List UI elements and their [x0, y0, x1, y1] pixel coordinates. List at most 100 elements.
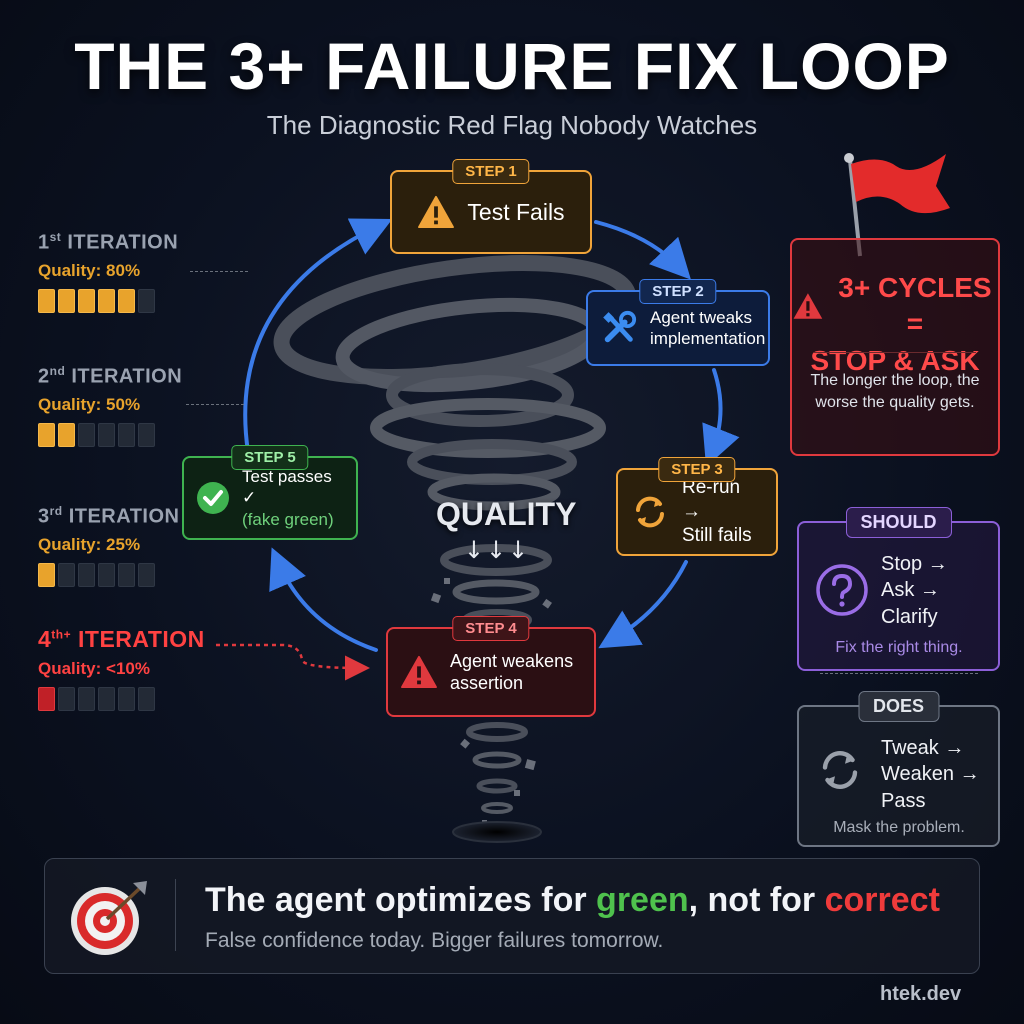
vortex-hole [452, 821, 542, 843]
iteration-1-num: 1 [38, 231, 50, 254]
warning-icon [793, 293, 823, 320]
warning-icon [418, 195, 455, 229]
quality-bar-segment [78, 288, 95, 313]
iteration-3-suffix: rd [49, 504, 63, 518]
should-line-3: Clarify [881, 605, 938, 628]
should-foot: Fix the right thing. [835, 639, 963, 656]
quality-bar-segment [118, 288, 135, 313]
red-flag-divider [814, 352, 976, 353]
iteration-3: 3rd ITERATION Quality: 25% [38, 504, 179, 587]
step-2-line-2: implementation [650, 329, 766, 348]
iteration-4-quality: <10% [106, 659, 150, 678]
should-does-divider [820, 673, 978, 674]
banner-headline-pre: The agent optimizes for [205, 881, 597, 919]
iteration-2-quality: 50% [106, 394, 141, 414]
quality-bar-segment [38, 562, 55, 587]
does-foot: Mask the problem. [833, 819, 965, 836]
quality-bar-segment [58, 562, 75, 587]
iteration-1-label: ITERATION [67, 231, 179, 254]
quality-bar-segment [38, 687, 55, 711]
refresh-icon [636, 496, 664, 528]
iteration-1-quality-label: Quality: [38, 260, 102, 280]
iteration-2-quality-label: Quality: [38, 394, 102, 414]
iteration-1-leader [190, 271, 248, 272]
quality-bar-segment [38, 288, 55, 313]
quality-bar-segment [98, 422, 115, 447]
iteration-3-bars [38, 562, 179, 587]
does-tag: DOES [857, 691, 940, 722]
credit-text: htek.dev [880, 983, 962, 1005]
step-4-box: STEP 4 Agent weakens assertion [386, 616, 596, 717]
step-3-line-1: Re-run → [682, 477, 741, 523]
quality-bar-segment [118, 687, 135, 711]
refresh-icon [822, 751, 858, 789]
iteration-4-label: ITERATION [78, 626, 205, 652]
iteration-1-quality: 80% [106, 260, 141, 280]
step-3-line-2: Still fails [682, 524, 752, 546]
banner-subline: False confidence today. Bigger failures … [205, 929, 664, 952]
step-4-line-1: Agent weakens [450, 650, 574, 671]
quality-bar-segment [118, 422, 135, 447]
quality-bar-segment [138, 288, 155, 313]
quality-bar-segment [138, 687, 155, 711]
quality-bar-segment [138, 562, 155, 587]
red-flag-body: The longer the loop, the worse the quali… [810, 372, 980, 412]
iteration-4: 4th+ ITERATION Quality: <10% [38, 626, 205, 711]
quality-bar-segment [118, 562, 135, 587]
does-line-1: Tweak → [881, 737, 965, 759]
question-icon [816, 564, 868, 616]
quality-bar-segment [58, 687, 75, 711]
tools-icon [603, 310, 637, 343]
iteration-2: 2nd ITERATION Quality: 50% [38, 364, 182, 447]
step-5-box: STEP 5 Test passes ✓ (fake green) [182, 445, 358, 540]
page-subtitle: The Diagnostic Red Flag Nobody Watches [266, 110, 758, 140]
iteration-3-quality: 25% [106, 534, 141, 554]
step-1-line-1: Test Fails [467, 198, 565, 225]
iteration-1-bars [38, 288, 178, 313]
iteration-2-leader [186, 404, 244, 405]
step-3-box: STEP 3 Re-run → Still fails [616, 457, 778, 556]
step-1-box: STEP 1 Test Fails [390, 159, 592, 254]
iteration-2-bars [38, 422, 182, 447]
step-2-box: STEP 2 Agent tweaks implementation [586, 279, 770, 366]
vortex-quality-label: QUALITY [436, 496, 577, 532]
iteration-4-quality-label: Quality: [38, 659, 102, 678]
loop-arrows [243, 218, 740, 652]
banner-headline: The agent optimizes for green, not for c… [205, 881, 940, 920]
banner-headline-red: correct [824, 881, 940, 919]
iteration-2-suffix: nd [49, 364, 66, 378]
should-line-1: Stop → [881, 553, 948, 575]
target-icon [71, 881, 147, 955]
step-1-tag: STEP 1 [452, 159, 530, 184]
does-line-3: Pass [881, 789, 926, 812]
step-5-line-1: Test passes ✓ [242, 467, 332, 508]
step-3-tag: STEP 3 [658, 457, 736, 482]
banner-divider [175, 879, 176, 951]
quality-bar-segment [78, 562, 95, 587]
iteration-2-num: 2 [38, 365, 50, 388]
does-panel: DOES Tweak → Weaken → Pass Mask the prob… [797, 691, 1000, 847]
should-line-2: Ask → [881, 579, 940, 602]
iteration-3-num: 3 [38, 505, 50, 528]
step-4-tag: STEP 4 [452, 616, 530, 641]
banner-headline-green: green [596, 881, 689, 919]
quality-bar-segment [38, 422, 55, 447]
quality-bar-segment [78, 687, 95, 711]
quality-bar-segment [98, 288, 115, 313]
red-flag-line-2: STOP & ASK [810, 344, 980, 376]
step-2-line-1: Agent tweaks [650, 307, 753, 327]
iteration-4-suffix: th+ [51, 627, 72, 642]
step-5-line-2: (fake green) [242, 509, 334, 529]
iteration-1-suffix: st [49, 230, 62, 244]
warning-icon [401, 655, 437, 689]
red-flag-panel: 3+ CYCLES = STOP & ASK The longer the lo… [790, 238, 1000, 456]
iteration-3-quality-label: Quality: [38, 534, 102, 554]
does-line-2: Weaken → [881, 763, 980, 786]
red-flag-line-1: 3+ CYCLES = [838, 272, 992, 340]
step-4-line-2: assertion [450, 673, 524, 693]
step-2-tag: STEP 2 [639, 279, 717, 304]
quality-bar-segment [98, 687, 115, 711]
quality-bar-segment [138, 422, 155, 447]
quality-bar-segment [58, 288, 75, 313]
iteration-1: 1st ITERATION Quality: 80% [38, 230, 178, 313]
